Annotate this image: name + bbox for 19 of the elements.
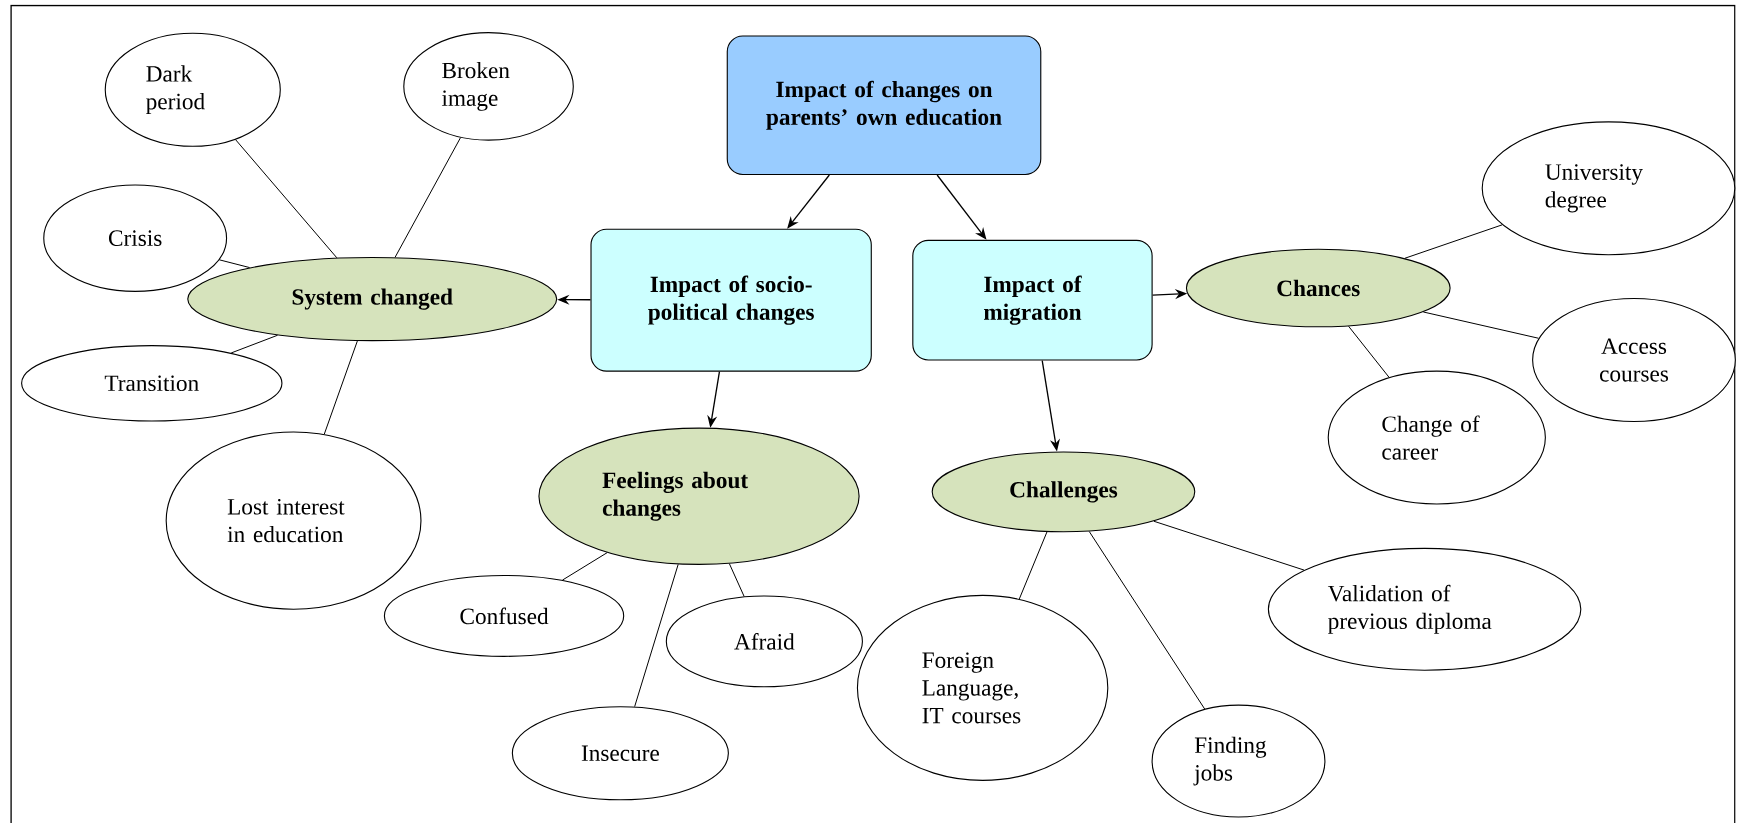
- connector-line: [323, 340, 358, 435]
- connector-line: [634, 563, 679, 708]
- connector-line: [1088, 530, 1206, 710]
- concept-box: Impact of changes on parents’ own education: [726, 35, 1042, 175]
- connector-line: [235, 139, 338, 259]
- node-label: University degree: [1545, 164, 1643, 213]
- connector-line: [1422, 311, 1540, 339]
- arrow: [936, 174, 987, 240]
- connector-line: [394, 137, 461, 258]
- connector-line: [1348, 325, 1390, 378]
- connector-line: [728, 563, 745, 597]
- connector-line: [1153, 520, 1305, 571]
- topic-box: Impact of socio-political changes: [590, 228, 872, 372]
- topic-box: Impact of migration: [912, 239, 1153, 361]
- connector-line: [218, 259, 251, 269]
- connector-line: [1018, 531, 1048, 600]
- connector-line: [561, 552, 608, 581]
- connector-line: [1404, 224, 1503, 259]
- node-label: Access courses: [1599, 338, 1669, 382]
